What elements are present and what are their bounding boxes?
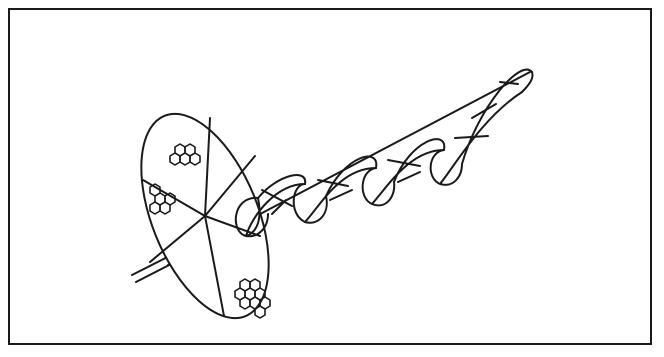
diagram-figure — [0, 0, 664, 357]
helix-disk-illustration — [0, 0, 664, 357]
